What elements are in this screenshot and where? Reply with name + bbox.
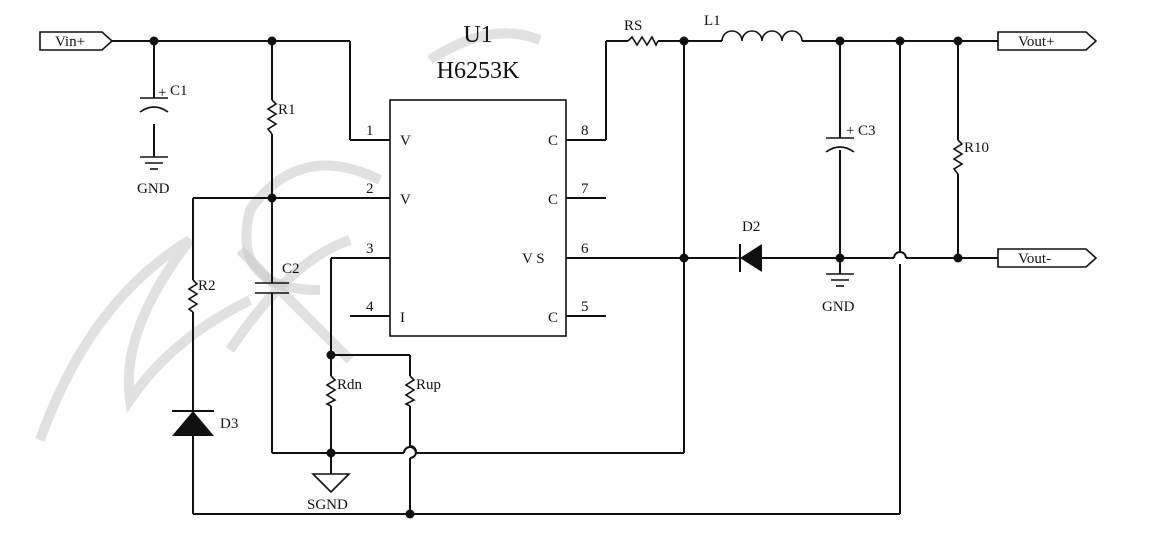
ground-sgnd: SGND <box>307 473 351 513</box>
svg-text:D2: D2 <box>742 219 760 235</box>
pin-name-2: V <box>400 192 411 208</box>
resistor-r10: R10 <box>952 139 989 175</box>
port-vin-plus: Vin+ <box>39 31 114 51</box>
pin-number-8: 8 <box>581 123 589 139</box>
pin-name-8: C <box>548 133 558 149</box>
pin-number-3: 3 <box>366 241 374 257</box>
ic-part-label: H6253K <box>437 58 520 84</box>
pin-name-5: C <box>548 310 558 326</box>
pin-number-1: 1 <box>366 123 374 139</box>
pin-name-4: I <box>400 310 405 326</box>
pin-number-6: 6 <box>581 241 589 257</box>
svg-text:Rdn: Rdn <box>337 377 363 393</box>
resistor-rup: Rup <box>404 375 441 407</box>
svg-text:GND: GND <box>137 181 170 197</box>
svg-text:R2: R2 <box>198 278 216 294</box>
svg-text:+: + <box>158 85 166 101</box>
svg-text:Vout-: Vout- <box>1018 251 1051 267</box>
pin-number-4: 4 <box>366 299 374 315</box>
resistor-r2: R2 <box>187 278 216 313</box>
ic-u1: U1 H6253K 1 2 3 4 5 6 7 8 V V I C C V S … <box>366 22 589 337</box>
pin-number-5: 5 <box>581 299 589 315</box>
ground-gnd-c1: GND <box>137 156 170 197</box>
wires <box>112 40 998 515</box>
svg-text:GND: GND <box>822 299 855 315</box>
svg-text:SGND: SGND <box>307 497 348 513</box>
svg-text:R10: R10 <box>964 140 989 156</box>
svg-text:Vout+: Vout+ <box>1018 34 1055 50</box>
svg-text:R1: R1 <box>278 102 296 118</box>
capacitor-c1: + C1 <box>139 83 188 113</box>
pin-name-7: C <box>548 192 558 208</box>
svg-text:C2: C2 <box>282 261 300 277</box>
svg-text:C1: C1 <box>170 83 188 99</box>
watermark <box>35 28 542 442</box>
svg-text:Rup: Rup <box>416 377 441 393</box>
capacitor-c2: C2 <box>255 261 300 294</box>
capacitor-c3: + C3 <box>825 123 876 153</box>
resistor-rdn: Rdn <box>325 375 363 407</box>
ground-gnd-c3: GND <box>822 273 855 315</box>
svg-text:D3: D3 <box>220 416 238 432</box>
svg-text:L1: L1 <box>704 13 721 29</box>
svg-text:RS: RS <box>624 18 642 34</box>
resistor-rs: RS <box>624 18 659 47</box>
svg-text:+: + <box>846 123 854 139</box>
pin-name-1: V <box>400 133 411 149</box>
svg-text:Vin+: Vin+ <box>55 34 85 50</box>
pin-name-6: V S <box>522 251 545 267</box>
diode-d3: D3 <box>172 410 238 436</box>
junction-dots <box>149 36 963 519</box>
pin-number-2: 2 <box>366 181 374 197</box>
resistor-r1: R1 <box>266 99 296 135</box>
pin-number-7: 7 <box>581 181 589 197</box>
port-vout-plus: Vout+ <box>997 31 1098 51</box>
ic-ref-label: U1 <box>463 22 492 48</box>
svg-text:C3: C3 <box>858 123 876 139</box>
diode-d2: D2 <box>736 219 762 272</box>
port-vout-minus: Vout- <box>997 248 1098 268</box>
inductor-l1: L1 <box>704 13 803 42</box>
